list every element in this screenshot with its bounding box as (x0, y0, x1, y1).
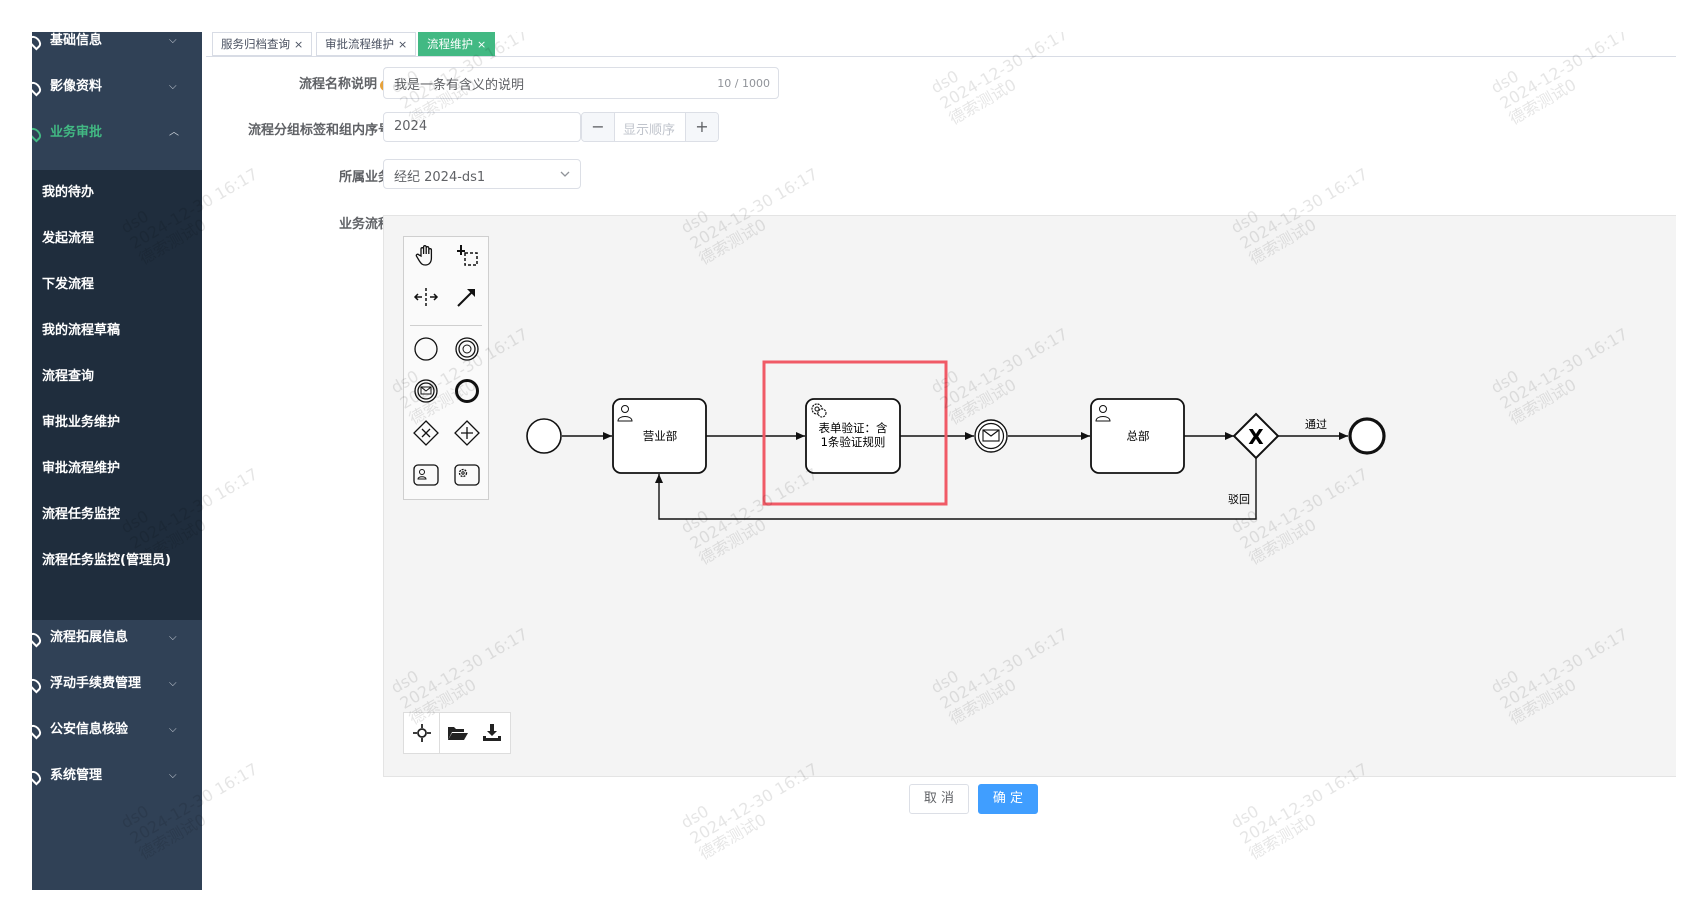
task-sales-department[interactable]: 营业部 (612, 398, 707, 474)
message-event-icon[interactable] (411, 377, 441, 407)
connect-tool-icon[interactable] (452, 284, 482, 314)
open-folder-icon[interactable] (440, 713, 475, 753)
menu-basic-info[interactable]: 基础信息 ⌵ (32, 32, 202, 68)
download-icon[interactable] (474, 713, 509, 753)
sidebar-item-my-todo[interactable]: 我的待办 (42, 185, 95, 200)
process-name-label: 流程名称说明? (299, 73, 391, 92)
start-event[interactable] (526, 418, 562, 454)
chevron-up-icon: ︿ (169, 127, 179, 138)
process-name-input[interactable]: 我是一条有含义的说明 10 / 1000 (383, 67, 779, 99)
tags-view-bar: 服务归档查询× 审批流程维护× 流程维护× (206, 32, 1676, 57)
chevron-down-icon: ⌵ (169, 678, 177, 689)
fit-view-icon[interactable] (404, 713, 440, 753)
menu-system-management[interactable]: 系统管理 ⌵ (32, 753, 202, 803)
flow-label-reject: 驳回 (1228, 493, 1250, 506)
chevron-down-icon: ⌵ (169, 770, 177, 781)
bpmn-palette (403, 236, 489, 500)
hand-tool-icon[interactable] (411, 242, 441, 272)
sidebar-item-task-monitor[interactable]: 流程任务监控 (42, 507, 121, 522)
close-icon[interactable]: × (477, 38, 487, 51)
sidebar-item-start-process[interactable]: 发起流程 (42, 231, 95, 246)
sidebar: 基础信息 ⌵ 影像资料 ⌵ 业务审批 ︿ 我的待办 发起流程 下发流程 我的流程… (32, 32, 202, 890)
close-icon[interactable]: × (294, 38, 304, 51)
sidebar-item-approval-process[interactable]: 审批流程维护 (42, 461, 121, 476)
service-task-icon[interactable] (452, 463, 482, 493)
order-stepper[interactable]: − 显示顺序 + (581, 112, 719, 142)
task-headquarters[interactable]: 总部 (1090, 398, 1185, 474)
sidebar-item-process-query[interactable]: 流程查询 (42, 369, 95, 384)
task-label: 表单验证：含 (819, 421, 888, 435)
parallel-gateway-icon[interactable] (452, 419, 482, 449)
group-tag-input[interactable]: 2024 (383, 112, 581, 142)
start-event-icon[interactable] (411, 335, 441, 365)
location-pin-icon (32, 125, 44, 143)
sidebar-item-issue-process[interactable]: 下发流程 (42, 277, 95, 292)
gear-icon (811, 403, 827, 418)
canvas-toolbar (403, 712, 511, 754)
task-label: 总部 (1127, 429, 1150, 443)
submenu-business-approval: 我的待办 发起流程 下发流程 我的流程草稿 流程查询 审批业务维护 审批流程维护… (32, 170, 202, 620)
lasso-tool-icon[interactable] (452, 242, 482, 272)
chevron-down-icon: ⌵ (169, 724, 177, 735)
increase-button[interactable]: + (685, 113, 718, 141)
sidebar-item-approval-business[interactable]: 审批业务维护 (42, 415, 121, 430)
exclusive-gateway[interactable]: X (1232, 412, 1280, 460)
business-select[interactable]: 经纪 2024-ds1 (383, 159, 581, 189)
sidebar-item-task-monitor-admin[interactable]: 流程任务监控(管理员) (42, 553, 171, 568)
exclusive-gateway-icon[interactable] (411, 419, 441, 449)
space-tool-icon[interactable] (411, 284, 441, 314)
location-pin-icon (32, 676, 44, 694)
business-label: 所属业务 (338, 170, 391, 185)
group-order-label: 流程分组标签和组内序号 (247, 123, 391, 138)
business-flow-label: 业务流程 (338, 217, 391, 232)
reject-flow[interactable] (655, 458, 1257, 520)
chevron-down-icon (560, 171, 570, 177)
envelope-icon (982, 429, 1000, 442)
intermediate-event-icon[interactable] (452, 335, 482, 365)
tab-approval-process-maintenance[interactable]: 审批流程维护× (316, 32, 417, 56)
bpmn-canvas[interactable]: 营业部 表单验证：含 1条验证规则 (383, 215, 1676, 777)
confirm-button[interactable]: 确 定 (978, 784, 1038, 814)
chevron-down-icon: ⌵ (169, 632, 177, 643)
message-intermediate-event[interactable] (974, 419, 1008, 453)
location-pin-icon (32, 630, 44, 648)
bpmn-diagram: 营业部 表单验证：含 1条验证规则 (526, 360, 1386, 520)
chevron-down-icon: ⌵ (169, 81, 177, 92)
chevron-down-icon: ⌵ (169, 35, 177, 46)
menu-police-verification[interactable]: 公安信息核验 ⌵ (32, 707, 202, 757)
location-pin-icon (32, 722, 44, 740)
sidebar-item-my-drafts[interactable]: 我的流程草稿 (42, 323, 121, 338)
user-icon (1095, 405, 1111, 422)
location-pin-icon (32, 79, 44, 97)
menu-business-approval[interactable]: 业务审批 ︿ (32, 110, 202, 160)
menu-image-data[interactable]: 影像资料 ⌵ (32, 64, 202, 114)
task-label: 营业部 (643, 429, 678, 443)
flow-label-pass: 通过 (1305, 418, 1327, 431)
cancel-button[interactable]: 取 消 (909, 784, 969, 814)
menu-process-extension[interactable]: 流程拓展信息 ⌵ (32, 615, 202, 665)
end-event[interactable] (1348, 417, 1386, 455)
tab-process-maintenance[interactable]: 流程维护× (418, 32, 496, 56)
close-icon[interactable]: × (398, 38, 408, 51)
location-pin-icon (32, 768, 44, 786)
end-event-icon[interactable] (452, 377, 482, 407)
decrease-button[interactable]: − (582, 113, 615, 141)
task-form-validation[interactable]: 表单验证：含 1条验证规则 (805, 398, 901, 474)
char-counter: 10 / 1000 (717, 77, 770, 90)
palette-separator (410, 325, 482, 326)
menu-floating-fee[interactable]: 浮动手续费管理 ⌵ (32, 661, 202, 711)
highlight-box (762, 360, 948, 506)
user-icon (617, 405, 633, 422)
task-label: 1条验证规则 (821, 435, 886, 449)
tab-service-archive-query[interactable]: 服务归档查询× (212, 32, 313, 56)
gateway-marker: X (1248, 425, 1264, 449)
user-task-icon[interactable] (411, 463, 441, 493)
app-window: 基础信息 ⌵ 影像资料 ⌵ 业务审批 ︿ 我的待办 发起流程 下发流程 我的流程… (32, 32, 1676, 890)
location-pin-icon (32, 33, 44, 51)
